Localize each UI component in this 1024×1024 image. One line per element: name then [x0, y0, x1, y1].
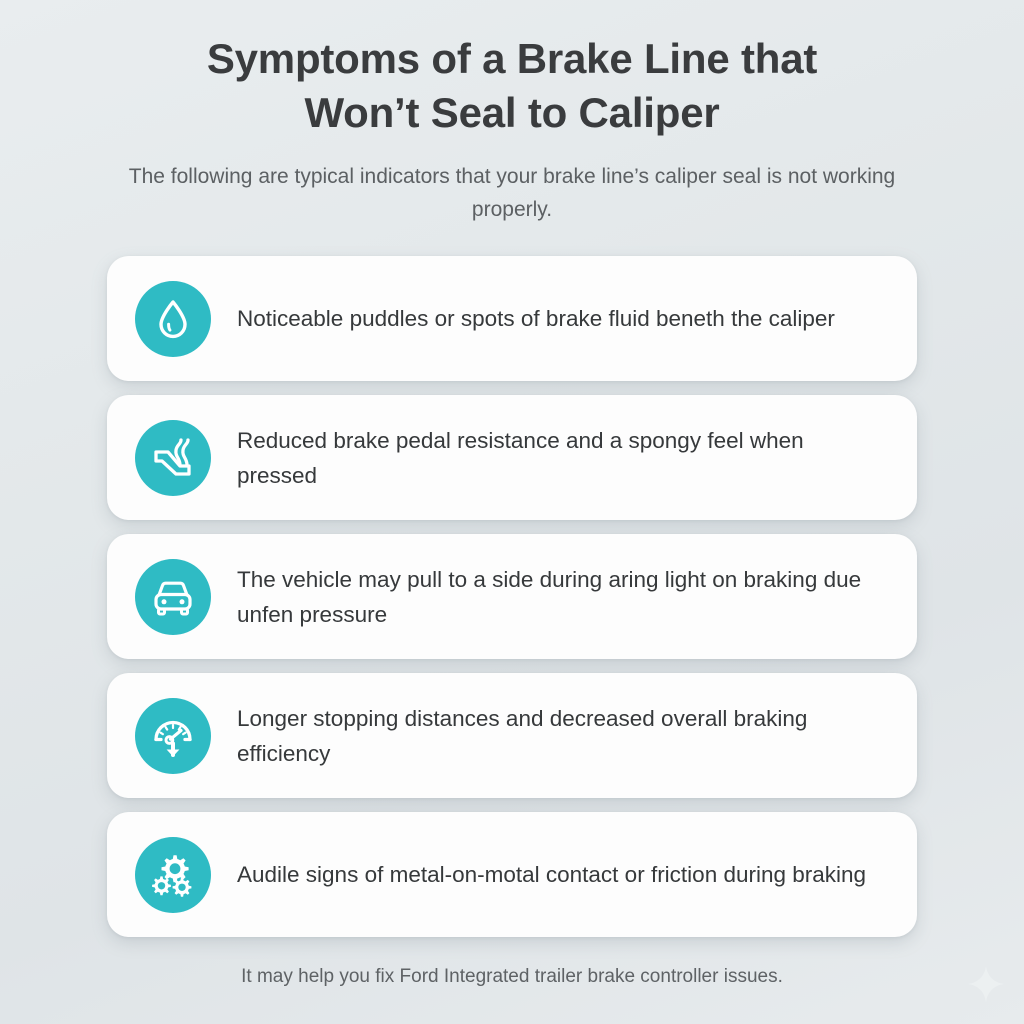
symptom-card: Reduced brake pedal resistance and a spo… — [107, 395, 917, 520]
header-section: Symptoms of a Brake Line that Won’t Seal… — [0, 0, 1024, 226]
symptom-card-list: Noticeable puddles or spots of brake flu… — [107, 256, 917, 937]
symptom-card: Longer stopping distances and decreased … — [107, 673, 917, 798]
page-title-line-1: Symptoms of a Brake Line that — [206, 35, 818, 82]
water-droplet-icon — [135, 280, 211, 357]
footer-note: It may help you fix Ford Integrated trai… — [241, 966, 783, 987]
symptom-text: The vehicle may pull to a side during ar… — [237, 566, 862, 627]
brake-pedal-icon — [135, 419, 211, 496]
page-subtitle: The following are typical indicators tha… — [128, 165, 896, 221]
page-title: Symptoms of a Brake Line that Won’t Seal… — [112, 32, 912, 140]
symptom-card: Noticeable puddles or spots of brake flu… — [107, 256, 917, 381]
four-point-star-icon — [966, 964, 1006, 1004]
symptom-text: Audile signs of metal-on-motal contact o… — [237, 862, 867, 887]
gears-icon — [135, 836, 211, 913]
car-front-icon — [135, 558, 211, 635]
symptom-text: Longer stopping distances and decreased … — [237, 705, 808, 766]
symptom-text: Noticeable puddles or spots of brake flu… — [237, 306, 835, 331]
symptom-card: The vehicle may pull to a side during ar… — [107, 534, 917, 659]
gauge-down-arrow-icon — [135, 697, 211, 774]
symptom-card: Audile signs of metal-on-motal contact o… — [107, 812, 917, 937]
page-title-line-2: Won’t Seal to Caliper — [304, 89, 720, 136]
symptom-text: Reduced brake pedal resistance and a spo… — [237, 427, 804, 488]
